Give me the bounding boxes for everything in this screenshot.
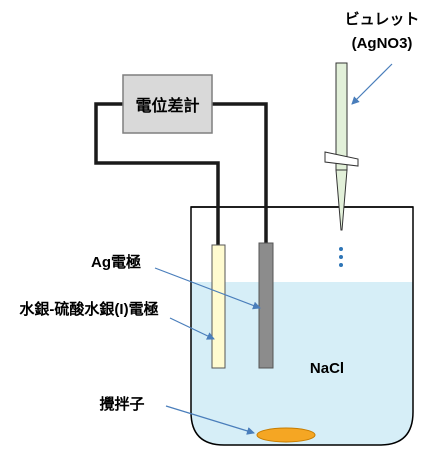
burette-tip bbox=[335, 169, 348, 231]
burette-pointer-arrow bbox=[351, 63, 393, 105]
reference-electrode-label: 水銀-硫酸水銀(I)電極 bbox=[19, 300, 158, 318]
burette-stopcock bbox=[324, 151, 359, 167]
burette-tube bbox=[335, 62, 348, 171]
burette-reagent-label: (AgNO3) bbox=[352, 35, 413, 52]
stir-bar bbox=[256, 427, 316, 443]
wire-to-reference-electrode bbox=[212, 102, 268, 243]
potentiometer-box bbox=[122, 74, 213, 134]
stirrer-label: 攪拌子 bbox=[99, 395, 144, 413]
titrant-drop bbox=[339, 247, 343, 251]
wire-to-ag-electrode bbox=[94, 102, 220, 245]
burette-label: ビュレット bbox=[345, 11, 420, 28]
potentiometer-label: 電位差計 bbox=[135, 96, 199, 115]
titrant-drop bbox=[339, 255, 343, 259]
reference-electrode-pointer-arrow bbox=[169, 317, 215, 340]
ag-electrode-pointer-arrow bbox=[154, 267, 261, 310]
solution-label: NaCl bbox=[310, 360, 344, 377]
ag-electrode-label: Ag電極 bbox=[91, 253, 141, 271]
stirrer-pointer-arrow bbox=[165, 405, 255, 435]
reference-electrode bbox=[258, 242, 274, 369]
titrant-drop bbox=[339, 263, 343, 267]
ag-electrode bbox=[211, 244, 226, 369]
beaker bbox=[190, 206, 414, 446]
nacl-solution bbox=[191, 282, 413, 445]
